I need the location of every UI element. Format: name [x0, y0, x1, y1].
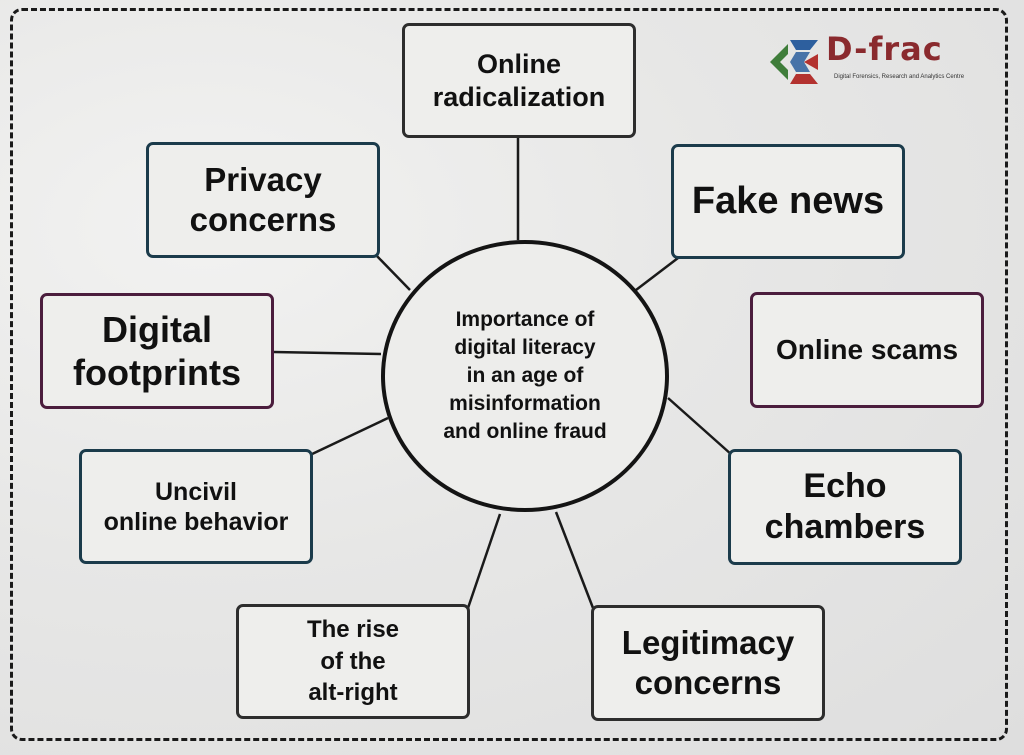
node-online-radicalization: Online radicalization [402, 23, 636, 138]
node-digital-footprints: Digital footprints [40, 293, 274, 409]
node-rise-of-alt-right: The rise of the alt-right [236, 604, 470, 719]
node-label: Uncivil online behavior [103, 477, 289, 536]
dfrac-logo-icon [770, 40, 818, 84]
node-echo-chambers: Echo chambers [728, 449, 962, 565]
node-fake-news: Fake news [671, 144, 905, 259]
node-label: Privacy concerns [189, 161, 337, 238]
dfrac-logo-tagline: Digital Forensics, Research and Analytic… [834, 74, 965, 80]
dfrac-logo: D-frac Digital Forensics, Research and A… [766, 30, 986, 90]
connector-privacy-concerns [372, 251, 411, 291]
central-topic-text: Importance of digital literacy in an age… [443, 308, 607, 443]
node-uncivil-online-behavior: Uncivil online behavior [79, 449, 313, 564]
connector-legitimacy [554, 511, 595, 609]
node-privacy-concerns: Privacy concerns [146, 142, 380, 258]
node-label: Digital footprints [73, 308, 241, 393]
node-legitimacy-concerns: Legitimacy concerns [591, 605, 825, 721]
connector-rise-alt-right [466, 513, 502, 609]
node-label: Legitimacy concerns [621, 624, 795, 701]
connector-uncivil-behavior [309, 416, 389, 457]
dfrac-logo-name: D-frac [826, 30, 943, 68]
dashed-frame [10, 8, 1008, 741]
connector-fake-news [635, 257, 679, 291]
node-label: Online scams [775, 334, 959, 366]
node-label: Fake news [691, 179, 885, 222]
central-topic-circle: Importance of digital literacy in an age… [381, 240, 669, 512]
connector-echo-chambers [667, 397, 733, 456]
connector-digital-footprints [273, 350, 382, 356]
node-online-scams: Online scams [750, 292, 984, 408]
node-label: Echo chambers [764, 467, 926, 546]
node-label: Online radicalization [432, 49, 606, 112]
node-label: The rise of the alt-right [306, 615, 400, 707]
